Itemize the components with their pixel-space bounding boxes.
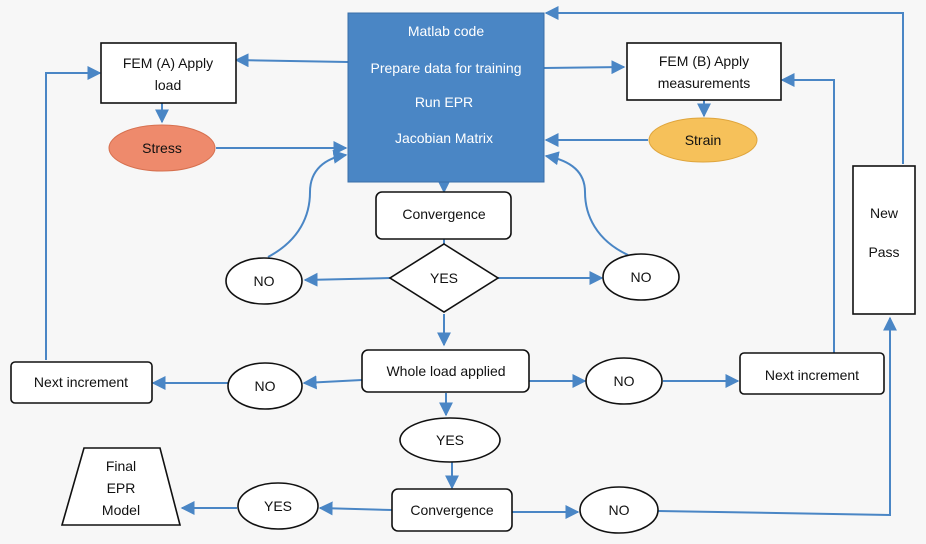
edge-no-right-loop: [544, 151, 629, 256]
no-left-top-label: NO: [254, 273, 275, 289]
next-increment-left-label: Next increment: [34, 374, 128, 390]
no-right-top-label: NO: [631, 269, 652, 285]
edge-whole-load-to-no-left: [302, 375, 363, 390]
yes-bottom-ellipse: YES: [237, 482, 319, 530]
fem-b-line-1: FEM (B) Apply: [659, 53, 749, 69]
yes-diamond: YES: [388, 243, 500, 313]
yes-diamond-label: YES: [430, 270, 458, 286]
no-left-top-ellipse: NO: [225, 257, 303, 305]
new-pass-line-1: New: [870, 205, 899, 221]
next-increment-right-label: Next increment: [765, 367, 859, 383]
edge-matlab-to-fem-a: [234, 53, 349, 68]
edge-new-pass-to-matlab: [544, 6, 904, 164]
new-pass-box: New Pass: [852, 165, 916, 315]
yes-bottom-label: YES: [264, 498, 292, 514]
stress-ellipse: Stress: [108, 124, 216, 172]
strain-label: Strain: [685, 132, 722, 148]
convergence-bottom-label: Convergence: [410, 502, 493, 518]
next-increment-right-box: Next increment: [739, 352, 885, 395]
whole-load-box: Whole load applied: [361, 349, 530, 393]
fem-a-box: FEM (A) Apply load: [100, 42, 237, 104]
no-right-mid-ellipse: NO: [585, 357, 663, 405]
edge-no-bottom-to-new-pass: [657, 316, 897, 517]
final-line-1: Final: [106, 458, 136, 474]
no-right-top-ellipse: NO: [602, 253, 680, 301]
convergence-top-box: Convergence: [375, 191, 512, 240]
strain-ellipse: Strain: [648, 117, 758, 163]
yes-mid-ellipse: YES: [399, 417, 501, 463]
no-left-mid-ellipse: NO: [227, 362, 303, 410]
no-bottom-label: NO: [609, 502, 630, 518]
fem-b-line-2: measurements: [658, 75, 751, 91]
matlab-line-2: Prepare data for training: [371, 60, 522, 76]
edge-convergence-to-yes-bottom: [318, 501, 393, 516]
stress-label: Stress: [142, 140, 182, 156]
fem-b-box: FEM (B) Apply measurements: [626, 42, 782, 101]
edge-next-inc-right-up: [780, 73, 835, 353]
final-line-2: EPR: [107, 480, 136, 496]
no-right-mid-label: NO: [614, 373, 635, 389]
edges: [45, 6, 904, 519]
new-pass-line-2: Pass: [868, 244, 899, 260]
edge-no-left-loop: [267, 149, 348, 258]
edge-next-inc-left-up: [45, 66, 102, 360]
fem-a-line-1: FEM (A) Apply: [123, 55, 213, 71]
matlab-box: Matlab code Prepare data for training Ru…: [347, 12, 545, 183]
yes-mid-label: YES: [436, 432, 464, 448]
no-bottom-ellipse: NO: [579, 486, 659, 534]
no-left-mid-label: NO: [255, 378, 276, 394]
final-epr-model-shape: Final EPR Model: [60, 447, 182, 526]
matlab-line-4: Jacobian Matrix: [395, 130, 493, 146]
next-increment-left-box: Next increment: [10, 361, 153, 404]
fem-a-line-2: load: [155, 77, 181, 93]
final-line-3: Model: [102, 502, 140, 518]
convergence-bottom-box: Convergence: [391, 488, 513, 532]
convergence-top-label: Convergence: [402, 206, 485, 222]
edge-matlab-to-fem-b: [543, 60, 626, 75]
whole-load-label: Whole load applied: [386, 363, 505, 379]
matlab-line-1: Matlab code: [408, 23, 484, 39]
edge-yes-to-no-left: [303, 272, 391, 287]
matlab-line-3: Run EPR: [415, 94, 473, 110]
